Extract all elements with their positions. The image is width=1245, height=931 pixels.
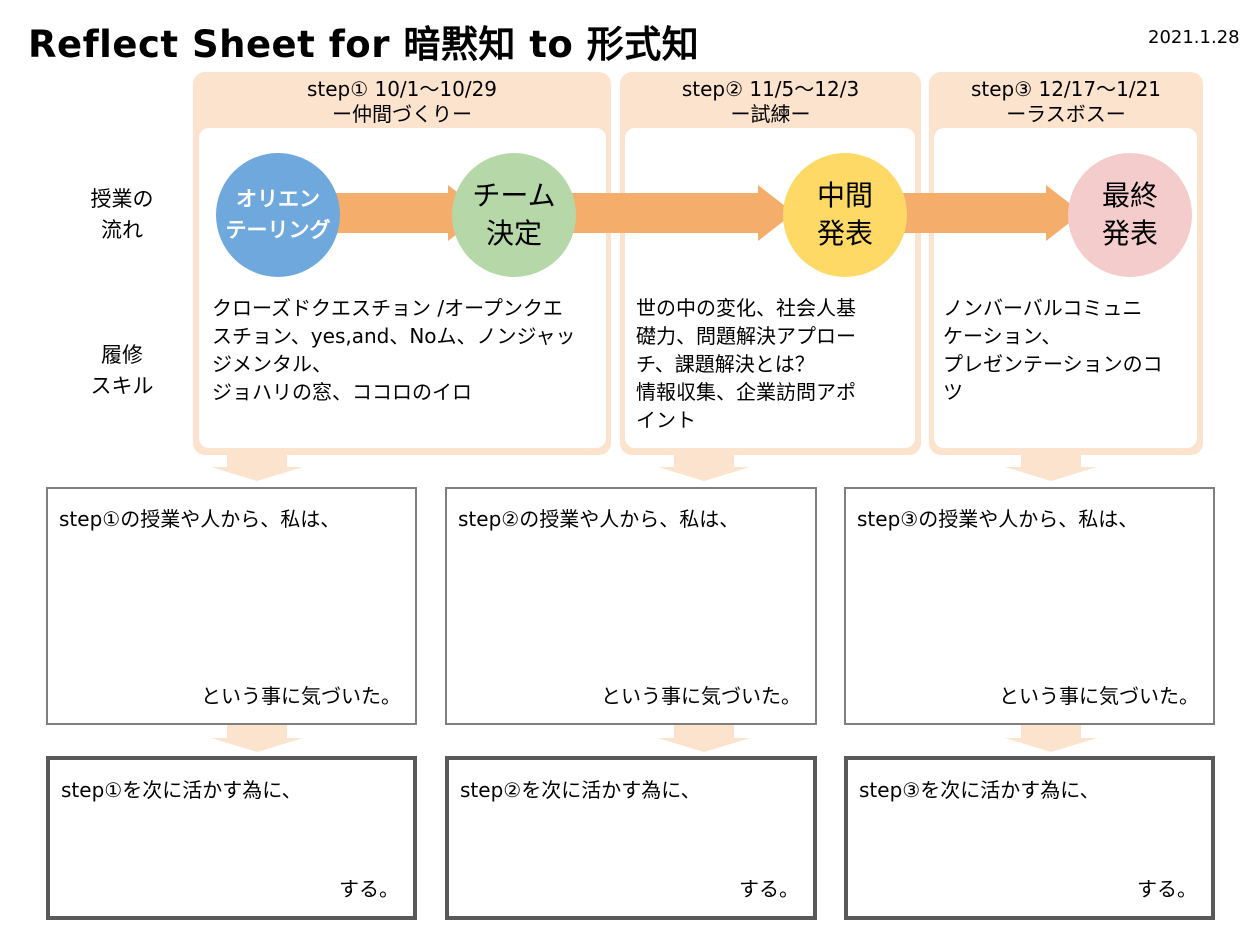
step-2-skills: 世の中の変化、社会人基 礎力、問題解決アプロー チ、課題解決とは？ 情報収集、企… [636, 294, 916, 434]
skills-row-label: 履修 スキル [72, 340, 172, 402]
action-box-step-3[interactable]: step③を次に活かす為に、 する。 [844, 756, 1215, 920]
step-1-skill-line: スチョン、yes,and、Noム、ノンジャッ [212, 324, 576, 348]
down-arrow-3 [1021, 455, 1081, 467]
step-2-header: step② 11/5～12/3 ー試練ー [620, 77, 921, 127]
step-1-title: step① 10/1～10/29 [306, 77, 498, 101]
reflection-prompt: step②の授業や人から、私は、 [458, 507, 740, 531]
step-3-subtitle: ーラスボスー [1006, 102, 1126, 126]
reflection-suffix: という事に気づいた。 [999, 684, 1199, 708]
action-box-step-2[interactable]: step②を次に活かす為に、 する。 [445, 756, 817, 920]
milestone-4-line2: 発表 [1101, 217, 1158, 250]
down-arrow-3-head [1005, 467, 1097, 481]
down-arrow-4-head [211, 738, 303, 752]
step-2-title: step② 11/5～12/3 [681, 77, 860, 101]
action-prompt: step②を次に活かす為に、 [460, 778, 701, 802]
milestone-orienteering: オリエン テーリング [216, 153, 340, 277]
reflection-box-step-2[interactable]: step②の授業や人から、私は、 という事に気づいた。 [445, 487, 817, 725]
step-1-skills: クローズドクエスチョン /オープンクエ スチョン、yes,and、Noム、ノンジ… [212, 294, 602, 406]
reflection-prompt: step③の授業や人から、私は、 [857, 507, 1139, 531]
flow-label-line2: 流れ [101, 218, 143, 242]
step-2-skill-line: 世の中の変化、社会人基 [636, 296, 856, 320]
action-prompt: step③を次に活かす為に、 [859, 778, 1100, 802]
milestone-2-line1: チーム [472, 179, 556, 212]
flow-arrow-2 [570, 193, 760, 233]
down-arrow-6 [1021, 725, 1081, 738]
step-3-skills: ノンバーバルコミュニ ケーション、 プレゼンテーションのコ ツ [943, 294, 1198, 406]
step-1-skill-line: ジメンタル、 [212, 352, 332, 376]
skills-label-line2: スキル [90, 374, 154, 398]
down-arrow-2 [674, 455, 734, 467]
action-suffix: する。 [1137, 877, 1197, 901]
milestone-team-decision: チーム 決定 [452, 153, 576, 277]
action-suffix: する。 [339, 877, 399, 901]
milestone-4-line1: 最終 [1101, 179, 1158, 212]
milestone-1-line2: テーリング [225, 218, 331, 242]
step-1-header: step① 10/1～10/29 ー仲間づくりー [193, 77, 611, 127]
skills-label-line1: 履修 [101, 343, 143, 367]
milestone-3-line1: 中間 [816, 179, 873, 212]
step-2-skill-line: イント [636, 408, 696, 432]
page-title: Reflect Sheet for 暗黙知 to 形式知 [28, 23, 700, 66]
down-arrow-6-head [1005, 738, 1097, 752]
step-3-skill-line: ノンバーバルコミュニ [943, 296, 1143, 320]
down-arrow-1-head [211, 467, 303, 481]
milestone-midterm-presentation: 中間 発表 [783, 153, 907, 277]
step-2-skill-line: チ、課題解決とは？ [636, 352, 815, 376]
reflection-suffix: という事に気づいた。 [601, 684, 801, 708]
step-1-skill-line: クローズドクエスチョン /オープンクエ [212, 296, 563, 320]
milestone-2-line2: 決定 [485, 217, 542, 250]
step-2-skill-line: 礎力、問題解決アプロー [636, 324, 856, 348]
step-2-subtitle: ー試練ー [730, 102, 811, 126]
down-arrow-1 [227, 455, 287, 467]
reflection-prompt: step①の授業や人から、私は、 [59, 507, 341, 531]
step-3-skill-line: プレゼンテーションのコ [943, 352, 1163, 376]
down-arrow-5-head [658, 738, 750, 752]
action-prompt: step①を次に活かす為に、 [61, 778, 302, 802]
date-label: 2021.1.28 [1148, 27, 1240, 48]
flow-row-label: 授業の 流れ [72, 184, 172, 246]
reflection-box-step-1[interactable]: step①の授業や人から、私は、 という事に気づいた。 [46, 487, 417, 725]
milestone-final-presentation: 最終 発表 [1068, 153, 1192, 277]
action-suffix: する。 [739, 877, 799, 901]
step-2-skill-line: 情報収集、企業訪問アポ [636, 380, 856, 404]
step-3-title: step③ 12/17～1/21 [970, 77, 1162, 101]
flow-arrow-3 [900, 193, 1048, 233]
step-1-skill-line: ジョハリの窓、ココロのイロ [212, 380, 472, 404]
reflection-suffix: という事に気づいた。 [201, 684, 401, 708]
milestone-1-line1: オリエン [236, 187, 320, 211]
down-arrow-5 [674, 725, 734, 738]
down-arrow-4 [227, 725, 287, 738]
step-1-subtitle: ー仲間づくりー [332, 102, 472, 126]
step-3-header: step③ 12/17～1/21 ーラスボスー [929, 77, 1203, 127]
action-box-step-1[interactable]: step①を次に活かす為に、 する。 [46, 756, 417, 920]
step-3-skill-line: ツ [943, 380, 963, 404]
step-3-skill-line: ケーション、 [943, 324, 1062, 348]
milestone-3-line2: 発表 [816, 217, 873, 250]
down-arrow-2-head [658, 467, 750, 481]
flow-label-line1: 授業の [90, 187, 154, 211]
reflection-box-step-3[interactable]: step③の授業や人から、私は、 という事に気づいた。 [844, 487, 1215, 725]
flow-arrow-1 [330, 193, 450, 233]
